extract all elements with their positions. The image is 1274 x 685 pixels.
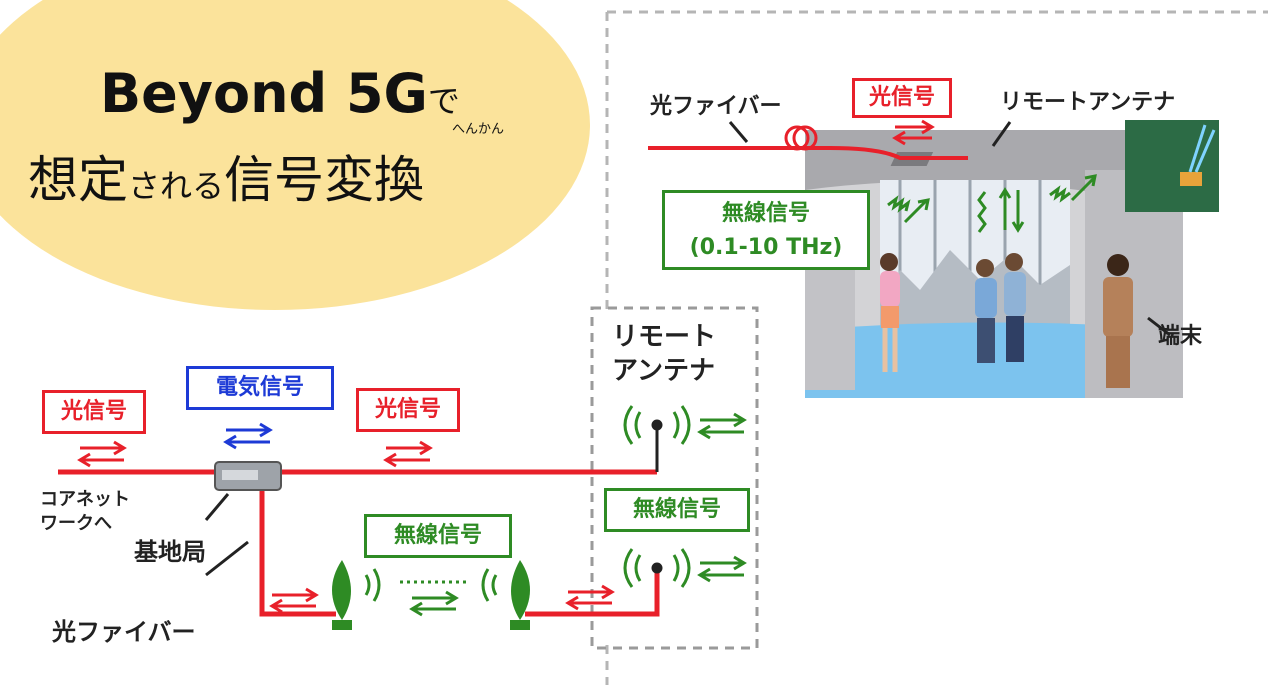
top-wireless-signal-box: 無線信号 (0.1-10 THz) (662, 190, 870, 270)
dish-antenna-icon (332, 560, 530, 630)
optical-signal-box-2: 光信号 (356, 388, 460, 432)
terminal-label: 端末 (1158, 324, 1203, 349)
remote-antenna-label: リモート アンテナ (612, 320, 716, 388)
base-station-icon (204, 461, 282, 577)
remote-antenna-box (590, 306, 759, 650)
bottom-signal-arrows (77, 412, 747, 617)
title-ruby: へんかん (452, 122, 505, 137)
top-wireless-waves (887, 174, 1097, 233)
bottom-fiber-label: 光ファイバー (52, 618, 196, 646)
top-fiber-label: 光ファイバー (650, 94, 782, 119)
core-network-label: コアネット ワークへ (40, 488, 130, 536)
top-wireless-signal-line1: 無線信号 (721, 201, 810, 226)
top-remote-antenna-label: リモートアンテナ (1000, 90, 1176, 115)
core-network-line2: ワークへ (40, 513, 112, 534)
wireless-signal-box-right: 無線信号 (604, 488, 750, 532)
top-optical-signal-box: 光信号 (852, 78, 952, 118)
wireless-signal-box-mid: 無線信号 (364, 514, 512, 558)
antenna-icon (623, 405, 691, 588)
title-line-2: 想定される信号変換 (28, 151, 425, 209)
base-station-label: 基地局 (134, 538, 206, 566)
top-wireless-signal-line2: (0.1-10 THz) (689, 235, 843, 260)
top-fiber-line (648, 121, 1171, 337)
people-illustration (880, 253, 1133, 388)
optical-signal-box-1: 光信号 (42, 390, 146, 434)
electrical-signal-box: 電気信号 (186, 366, 334, 410)
title-line-1: Beyond 5Gで (100, 62, 460, 125)
title-bubble (0, 0, 590, 310)
remote-antenna-line2: アンテナ (612, 356, 715, 386)
bottom-fiber-line (58, 425, 660, 617)
core-network-line1: コアネット (40, 489, 130, 510)
remote-antenna-line1: リモート (612, 322, 717, 352)
top-optical-arrows (892, 119, 935, 146)
